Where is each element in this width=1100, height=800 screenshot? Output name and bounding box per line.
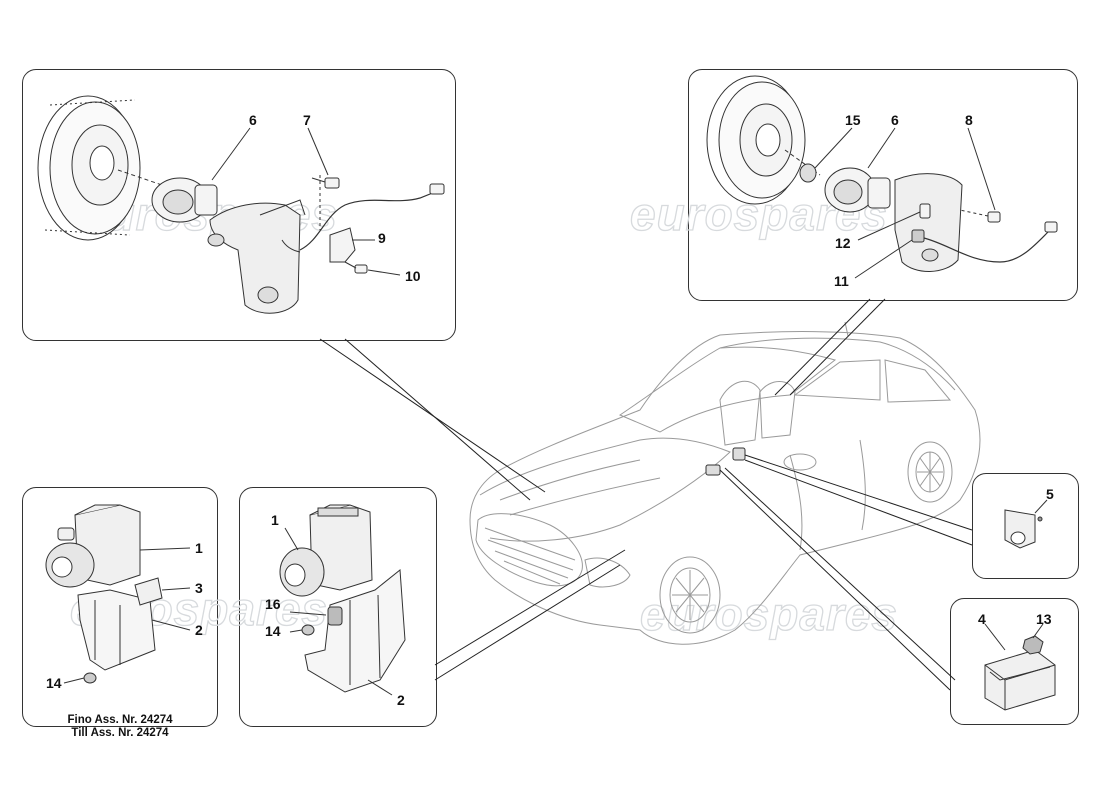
abs-late-callout: 16 <box>265 596 281 612</box>
front-hub-callout: 6 <box>249 112 257 128</box>
sensor-unit-drawing <box>984 623 1056 711</box>
abs-early-callout: 2 <box>195 622 203 638</box>
abs-early-callout: 3 <box>195 580 203 596</box>
rear-hub-callout: 15 <box>845 112 861 128</box>
watermark-group: eurospares eurospares eurospares eurospa… <box>69 187 898 640</box>
abs-early-callout: 14 <box>46 675 62 691</box>
panel-leader-lines <box>319 298 973 691</box>
abs-early-drawing <box>45 504 191 684</box>
sensor-unit-callout: 13 <box>1036 611 1052 627</box>
front-hub-callout: 9 <box>378 230 386 246</box>
abs-early-callout: 1 <box>195 540 203 556</box>
bracket-callout: 5 <box>1046 486 1054 502</box>
abs-early-caption-line1: Fino Ass. Nr. 24274 <box>67 714 173 726</box>
abs-late-callout: 14 <box>265 623 281 639</box>
watermark-text: eurospares <box>640 588 898 640</box>
sensor-unit-callout: 4 <box>978 611 986 627</box>
abs-late-callout: 2 <box>397 692 405 708</box>
car-outline <box>469 321 981 645</box>
rear-hub-callout: 11 <box>834 273 849 289</box>
front-hub-callout: 10 <box>405 268 421 284</box>
front-hub-callout: 7 <box>303 112 311 128</box>
rear-hub-drawing <box>706 75 1058 279</box>
rear-hub-callout: 6 <box>891 112 899 128</box>
front-hub-drawing <box>37 95 445 314</box>
rear-hub-callout: 8 <box>965 112 973 128</box>
abs-late-drawing <box>279 504 406 696</box>
abs-late-callout: 1 <box>271 512 279 528</box>
car-components <box>705 447 746 476</box>
rear-hub-callout: 12 <box>835 235 851 251</box>
abs-early-caption-line2: Till Ass. Nr. 24274 <box>71 727 169 739</box>
bracket-drawing <box>1004 499 1048 549</box>
